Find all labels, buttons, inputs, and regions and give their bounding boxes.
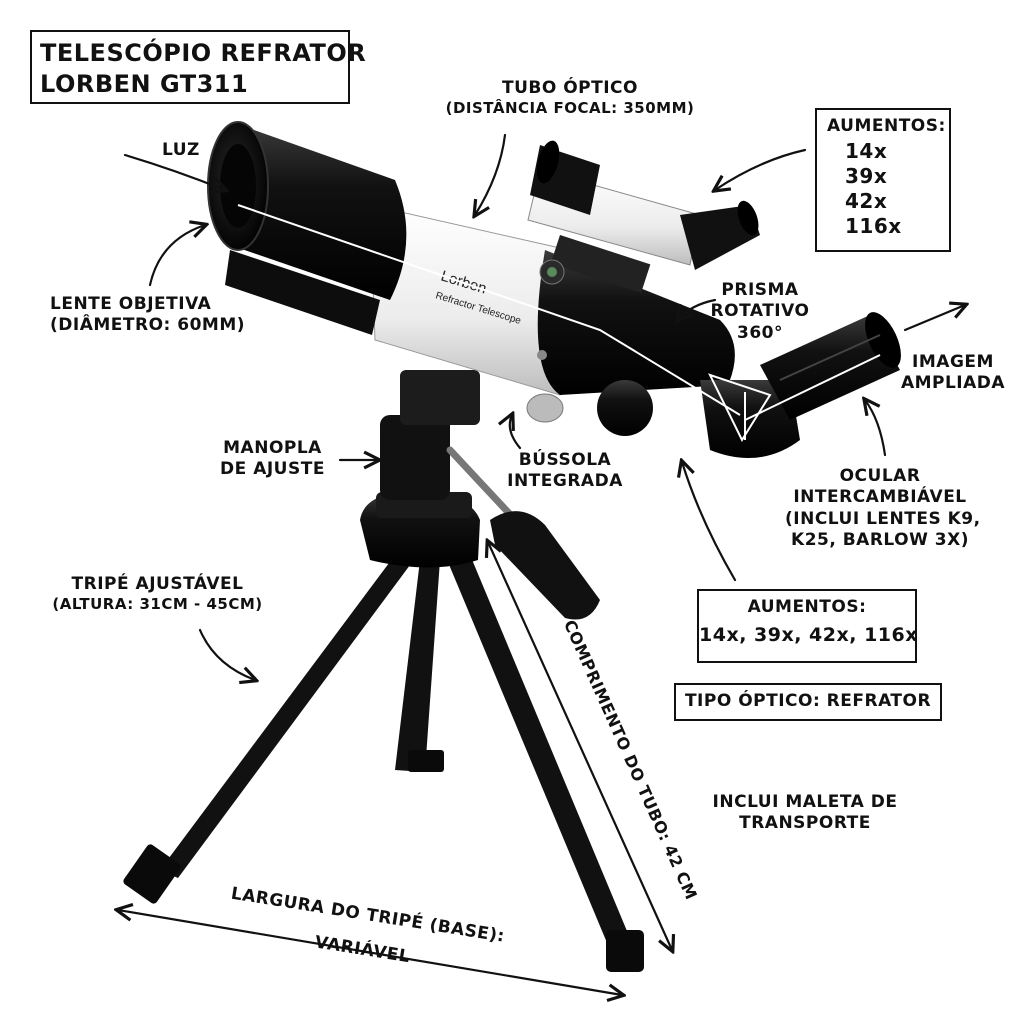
title-box bbox=[30, 30, 350, 104]
label-image-line-1: IMAGEM bbox=[912, 352, 994, 372]
title-line-2: LORBEN GT311 bbox=[40, 70, 249, 99]
pan-head-mount bbox=[380, 370, 600, 620]
magnification-list-heading: AUMENTOS: bbox=[827, 116, 946, 136]
optical-type-text: TIPO ÓPTICO: REFRATOR bbox=[684, 691, 932, 711]
label-adjustment-knob: MANOPLA DE AJUSTE bbox=[210, 438, 335, 481]
label-compass-line-2: INTEGRADA bbox=[507, 471, 623, 492]
magnification-inline-value: 14x, 39x, 42x, 116x bbox=[699, 624, 919, 647]
label-case-line-1: INCLUI MALETA DE bbox=[712, 792, 898, 812]
label-knob-line-1: MANOPLA bbox=[223, 438, 322, 458]
label-eyepiece-line-2: INTERCAMBIÁVEL bbox=[793, 487, 967, 508]
label-knob-line-2: DE AJUSTE bbox=[220, 459, 325, 480]
label-optical-tube-line-2: (DISTÂNCIA FOCAL: 350mm) bbox=[445, 99, 695, 118]
label-tripod-line-1: TRIPÉ AJUSTÁVEL bbox=[71, 574, 244, 594]
annotation-arrows bbox=[118, 133, 965, 995]
label-light: LUZ bbox=[162, 140, 200, 160]
label-objective-line-1: LENTE OBJETIVA bbox=[50, 294, 212, 314]
label-optical-tube-line-1: TUBO ÓPTICO bbox=[502, 78, 638, 98]
label-compass-line-1: BÚSSOLA bbox=[518, 450, 612, 470]
label-eyepiece: OCULAR INTERCAMBIÁVEL (INCLUI LENTES K9,… bbox=[785, 466, 981, 551]
light-path bbox=[237, 204, 881, 443]
label-prism-line-3: 360° bbox=[737, 322, 783, 343]
finder-scope bbox=[527, 140, 760, 293]
magnification-inline-heading: AUMENTOS: bbox=[747, 597, 867, 617]
label-case-line-2: TRANSPORTE bbox=[739, 813, 871, 834]
label-magnified-image: IMAGEM AMPLIADA bbox=[898, 352, 1008, 395]
label-prism-line-2: ROTATIVO bbox=[710, 301, 810, 322]
label-image-line-2: AMPLIADA bbox=[900, 373, 1006, 394]
page-title: TELESCÓPIO REFRATOR LORBEN GT311 bbox=[40, 38, 366, 100]
label-integrated-compass: BÚSSOLA INTEGRADA bbox=[500, 450, 630, 493]
label-tripod: TRIPÉ AJUSTÁVEL (ALTURA: 31cm - 45cm) bbox=[35, 574, 280, 614]
optical-tube: Lorben Refractor Telescope bbox=[207, 121, 735, 436]
label-eyepiece-line-1: OCULAR bbox=[839, 466, 921, 486]
magnification-list-box: AUMENTOS: 14x 39x 42x 116x bbox=[815, 108, 951, 252]
label-objective-lens: LENTE OBJETIVA (DIÂMETRO: 60mm) bbox=[50, 294, 245, 337]
magnification-list-item: 116x bbox=[845, 214, 902, 239]
label-optical-tube: TUBO ÓPTICO (DISTÂNCIA FOCAL: 350mm) bbox=[430, 78, 710, 118]
magnification-list-item: 42x bbox=[845, 189, 888, 214]
magnification-inline-box: AUMENTOS: 14x, 39x, 42x, 116x bbox=[697, 589, 919, 663]
label-eyepiece-line-4: K25, BARLOW 3X) bbox=[791, 529, 969, 550]
optical-type-box: TIPO ÓPTICO: REFRATOR bbox=[674, 683, 942, 721]
label-carrying-case: INCLUI MALETA DE TRANSPORTE bbox=[705, 792, 905, 835]
label-prism-line-1: PRISMA bbox=[721, 280, 799, 300]
label-objective-line-2: (DIÂMETRO: 60mm) bbox=[50, 315, 246, 336]
magnification-list-item: 39x bbox=[845, 164, 888, 189]
label-rotating-prism: PRISMA ROTATIVO 360° bbox=[700, 280, 820, 344]
magnification-list-item: 14x bbox=[845, 139, 888, 164]
diagonal-prism-eyepiece bbox=[700, 312, 901, 458]
title-line-1: TELESCÓPIO REFRATOR bbox=[40, 39, 367, 67]
label-tripod-line-2: (ALTURA: 31cm - 45cm) bbox=[52, 595, 263, 614]
label-eyepiece-line-3: (INCLUI LENTES K9, bbox=[785, 508, 981, 529]
